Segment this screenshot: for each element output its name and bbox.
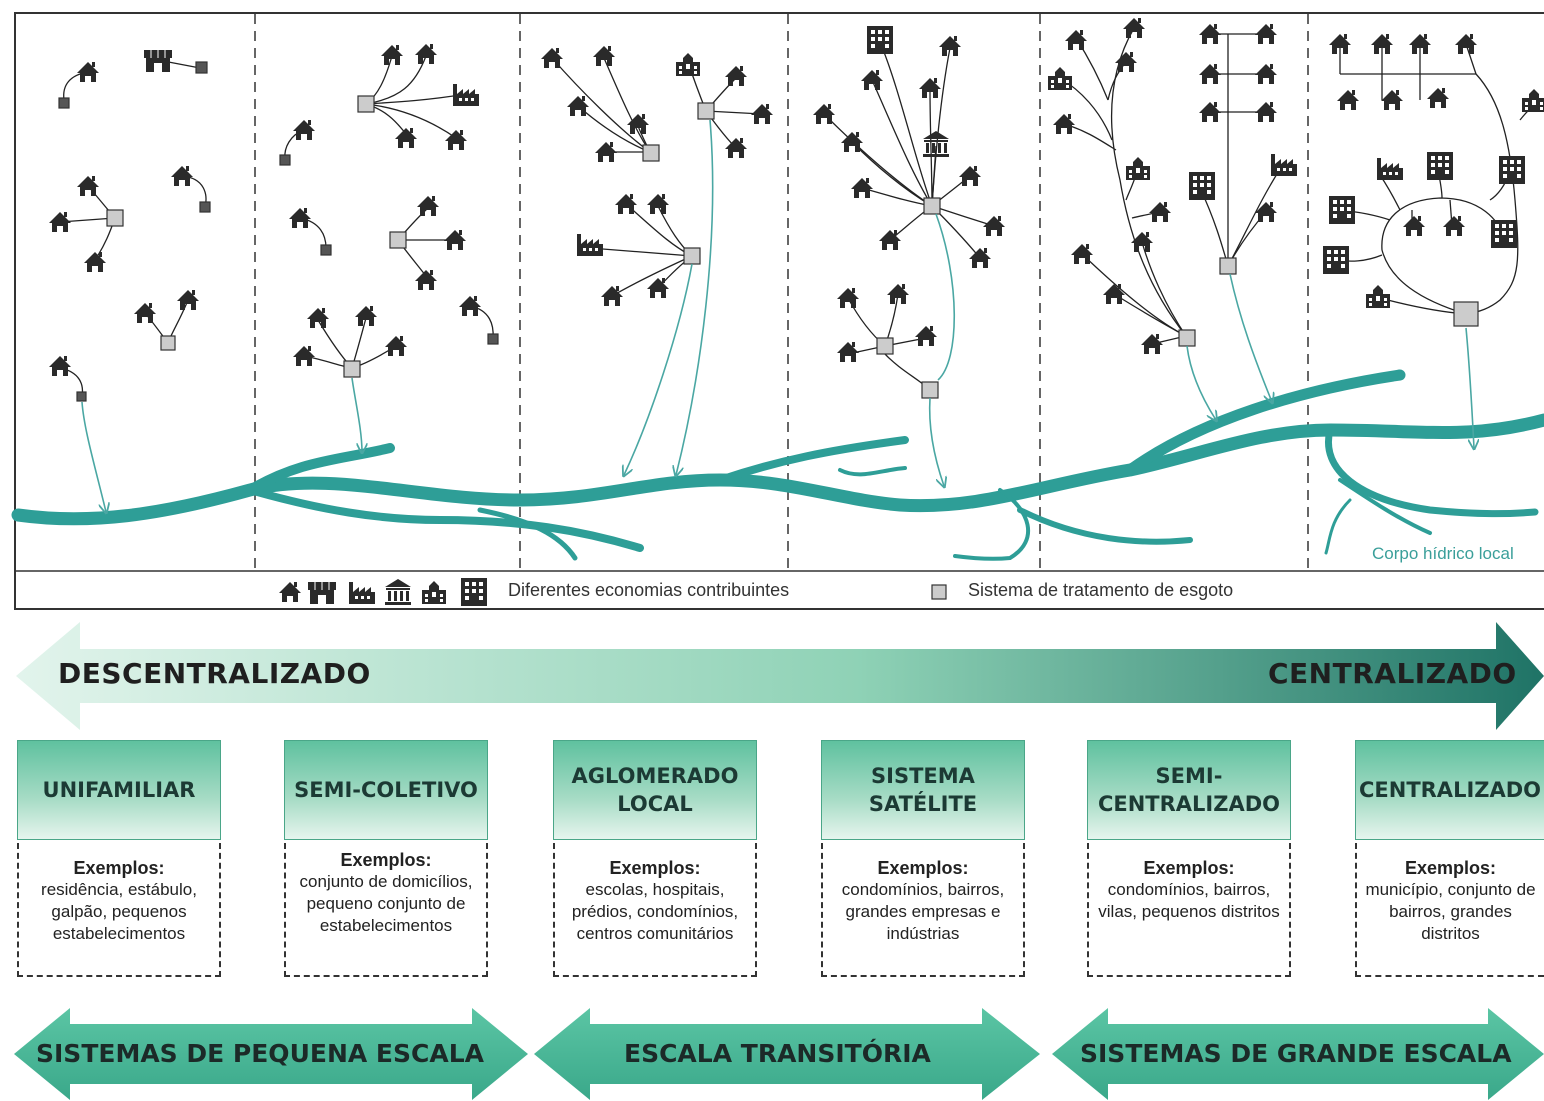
outflow-2 <box>351 377 362 452</box>
examples-semi-coletivo: Exemplos: conjunto de domicílios, pequen… <box>284 843 488 977</box>
panel-aglomerado-pipes <box>551 57 763 297</box>
panel-semicentral-treatment <box>1178 257 1237 347</box>
panel-unifamiliar-pipes <box>59 59 207 397</box>
legend-economies-label: Diferentes economias contribuintes <box>508 580 789 600</box>
scale-arrow-small <box>14 1008 528 1100</box>
examples-semi-centralizado: Exemplos: condomínios, bairros, vilas, p… <box>1087 843 1291 977</box>
examples-heading: Exemplos: <box>1143 858 1235 878</box>
scale-label-large: SISTEMAS DE GRANDE ESCALA <box>1080 1039 1512 1068</box>
legend-icons <box>279 578 487 606</box>
category-centralizado: CENTRALIZADO <box>1355 740 1544 840</box>
outflow-3b <box>676 119 714 475</box>
category-unifamiliar: UNIFAMILIAR <box>17 740 221 840</box>
examples-text: conjunto de domicílios, pequeno conjunto… <box>299 872 473 935</box>
panel-dividers <box>254 14 1309 571</box>
category-aglomerado-local: AGLOMERADO LOCAL <box>553 740 757 840</box>
outflow-4b <box>928 397 944 486</box>
examples-aglomerado-local: Exemplos: escolas, hospitais, prédios, c… <box>553 843 757 977</box>
river <box>11 369 1544 561</box>
examples-unifamiliar: Exemplos: residência, estábulo, galpão, … <box>17 843 221 977</box>
building-icon <box>461 578 487 606</box>
panel-central-treatment <box>1453 301 1479 327</box>
category-title: SEMI-COLETIVO <box>294 778 478 802</box>
outflow-4a <box>935 213 956 381</box>
examples-text: condomínios, bairros, vilas, pequenos di… <box>1098 880 1280 921</box>
school-icon <box>422 581 446 604</box>
panel-satelite-icons <box>813 26 1005 362</box>
spectrum-right-label: CENTRALIZADO <box>1268 657 1517 690</box>
examples-heading: Exemplos: <box>1404 858 1497 878</box>
category-semi-centralizado: SEMI-CENTRALIZADO <box>1087 740 1291 840</box>
river-label: Corpo hídrico local <box>1372 544 1514 563</box>
scale-arrow-large <box>1052 1008 1544 1100</box>
panel-unifamiliar-icons <box>49 49 199 376</box>
panel-satelite-pipes <box>823 41 995 391</box>
outflow-6 <box>1465 327 1474 448</box>
diagram-frame <box>14 12 1544 610</box>
panel-semicoletivo-treatment <box>279 95 499 378</box>
panel-central-icons <box>1323 34 1544 308</box>
legend-treatment-swatch <box>931 584 947 600</box>
examples-text: condomínios, bairros, grandes empresas e… <box>841 880 1005 943</box>
category-title: AGLOMERADO LOCAL <box>571 764 739 816</box>
factory-icon <box>349 582 375 604</box>
examples-heading: Exemplos: <box>609 858 701 878</box>
institution-icon <box>385 579 411 605</box>
outflow-5a <box>1186 345 1216 420</box>
category-title: UNIFAMILIAR <box>42 778 196 802</box>
category-sistema-satelite: SISTEMA SATÉLITE <box>821 740 1025 840</box>
examples-heading: Exemplos: <box>340 850 432 870</box>
examples-text: residência, estábulo, galpão, pequenos e… <box>41 880 197 943</box>
category-title: CENTRALIZADO <box>1358 778 1542 802</box>
panel-semicentral-pipes <box>1059 27 1283 345</box>
scale-label-transition: ESCALA TRANSITÓRIA <box>624 1039 931 1068</box>
spectrum-left-label: DESCENTRALIZADO <box>58 657 371 690</box>
examples-text: escolas, hospitais, prédios, condomínios… <box>571 880 739 943</box>
examples-heading: Exemplos: <box>877 858 969 878</box>
scale-arrow-transition <box>534 1008 1040 1100</box>
examples-heading: Exemplos: <box>73 858 165 878</box>
examples-centralizado: Exemplos: município, conjunto de bairros… <box>1355 843 1544 977</box>
panel-aglomerado-treatment <box>642 102 715 265</box>
outflow-5b <box>1229 273 1272 402</box>
scale-label-small: SISTEMAS DE PEQUENA ESCALA <box>36 1039 484 1068</box>
outflow-3a <box>624 263 693 475</box>
examples-text: município, conjunto de bairros, grandes … <box>1365 880 1536 943</box>
spectrum-arrow <box>16 622 1544 730</box>
panel-unifamiliar-treatment <box>58 61 211 402</box>
panel-semicentral-icons <box>1048 18 1297 354</box>
house-icon <box>279 582 301 602</box>
shop-icon <box>307 581 337 605</box>
outflow-1 <box>81 401 106 512</box>
category-title: SISTEMA SATÉLITE <box>868 764 978 816</box>
legend-treatment-label: Sistema de tratamento de esgoto <box>968 580 1233 600</box>
panel-satelite-treatment <box>876 197 941 399</box>
category-semi-coletivo: SEMI-COLETIVO <box>284 740 488 840</box>
category-title: SEMI-CENTRALIZADO <box>1097 764 1281 816</box>
examples-sistema-satelite: Exemplos: condomínios, bairros, grandes … <box>821 843 1025 977</box>
panel-semicoletivo-icons <box>289 44 481 366</box>
